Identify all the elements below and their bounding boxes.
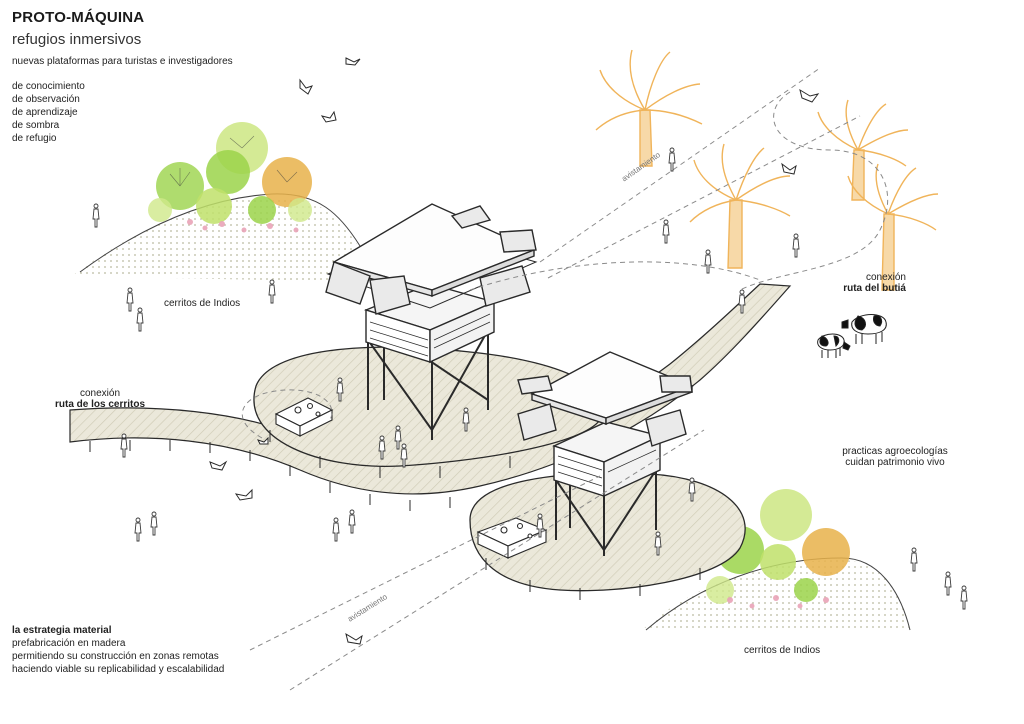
foliage-left (148, 122, 312, 233)
connection-right-route: ruta del butiá (843, 283, 906, 294)
cows (817, 314, 887, 358)
label-connection-left: conexión ruta de los cerritos (55, 388, 145, 410)
strategy-line: haciendo viable su replicabilidad y esca… (12, 664, 225, 675)
purpose-list: de conocimiento de observación de aprend… (12, 80, 85, 145)
label-agroecology: practicas agroecologías cuidan patrimoni… (830, 446, 960, 468)
tower-lower (517, 351, 694, 556)
table-lower (476, 517, 548, 559)
connection-left-top: conexión (79, 388, 121, 399)
page-title: PROTO-MÁQUINA (12, 9, 145, 26)
strategy-line: prefabricación en madera (12, 638, 126, 649)
palm-trees (595, 49, 939, 291)
tower-upper (325, 203, 538, 440)
agro-line-1: practicas agroecologías (842, 446, 948, 457)
purpose-item: de aprendizaje (12, 107, 78, 118)
purpose-item: de refugio (12, 133, 57, 144)
strategy-line: permitiendo su construcción en zonas rem… (12, 651, 219, 662)
material-strategy: la estrategia material prefabricación en… (12, 624, 224, 676)
purpose-item: de sombra (12, 120, 60, 131)
page-subtitle: refugios inmersivos (12, 31, 142, 48)
purpose-item: de observación (12, 94, 80, 105)
label-mound-left: cerritos de Indios (164, 298, 241, 309)
label-connection-right: conexión ruta del butiá (816, 272, 906, 294)
mound-left (72, 122, 369, 282)
purpose-item: de conocimiento (12, 81, 85, 92)
connection-right-top: conexión (865, 272, 906, 283)
label-mound-right: cerritos de Indios (744, 645, 821, 656)
table-upper (274, 397, 334, 437)
birds (209, 57, 820, 645)
strategy-heading: la estrategia material (12, 625, 112, 636)
connection-left-route: ruta de los cerritos (55, 399, 146, 410)
intro-text: nuevas plataformas para turistas e inves… (12, 56, 233, 67)
agro-line-2: cuidan patrimonio vivo (845, 457, 945, 468)
sightlines (241, 67, 889, 691)
people (92, 147, 968, 610)
